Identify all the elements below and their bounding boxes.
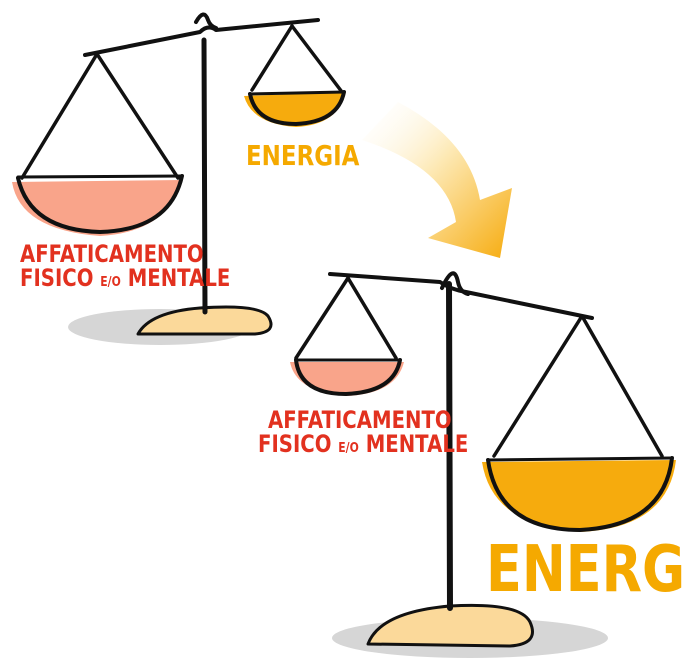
scale-1-fatigue-label-line2: FISICO E/O MENTALE [20, 266, 230, 290]
scale-2-eo: E/O [338, 441, 359, 456]
scale-1-fisico: FISICO [20, 264, 94, 292]
scale-2 [290, 271, 676, 658]
scale-1-eo: E/O [100, 275, 121, 290]
scale-2-energy-label: ENERGIA [486, 533, 682, 607]
scale-2-fatigue-label-line1: AFFATICAMENTO [268, 406, 452, 434]
scale-1-energy-label: ENERGIA [246, 139, 360, 172]
scale-2-fatigue-pan [290, 362, 404, 396]
scale-1-fatigue-label-line1: AFFATICAMENTO [20, 240, 204, 268]
scale-1-beam [83, 18, 320, 57]
scale-2-fisico: FISICO [258, 430, 332, 458]
scale-1-pillar [201, 37, 208, 315]
scale-2-mentale: MENTALE [365, 430, 469, 458]
scale-2-fatigue-label-line2: FISICO E/O MENTALE [258, 432, 468, 456]
scale-2-base [366, 603, 534, 648]
scale-1-base [136, 305, 273, 336]
scale-1-mentale: MENTALE [127, 264, 231, 292]
transition-arrow [362, 102, 512, 258]
scale-1 [12, 12, 346, 345]
scale-1-fatigue-pan [12, 180, 182, 236]
scale-2-energy-pan [482, 460, 676, 532]
scale-2-beam [328, 272, 594, 320]
scale-2-pillar [446, 281, 453, 611]
